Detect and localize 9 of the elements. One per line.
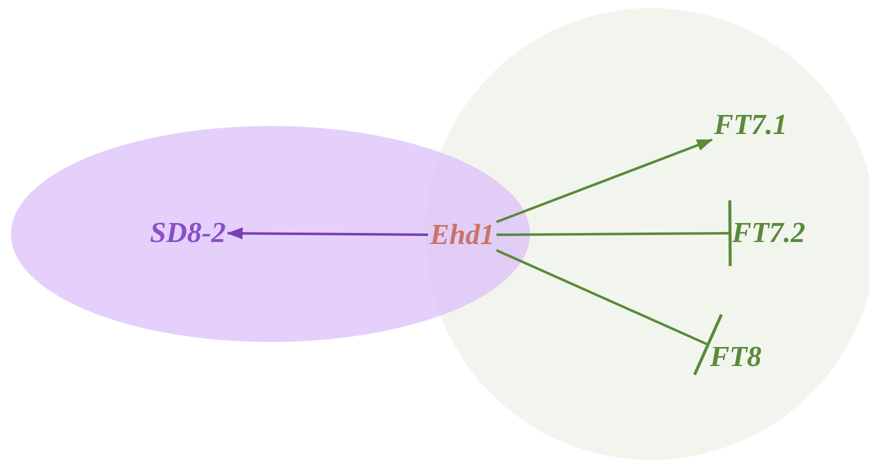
inhibition-line — [496, 249, 723, 376]
arrow — [496, 138, 713, 224]
gene-label: FT8 — [708, 340, 764, 374]
gene-label: SD8-2 — [148, 216, 228, 250]
gene-label: FT7.1 — [712, 108, 790, 142]
gene-label: FT7.2 — [730, 216, 808, 250]
gene-label: Ehd1 — [428, 218, 496, 252]
inhibition-line — [496, 198, 732, 268]
arrow — [226, 227, 428, 240]
